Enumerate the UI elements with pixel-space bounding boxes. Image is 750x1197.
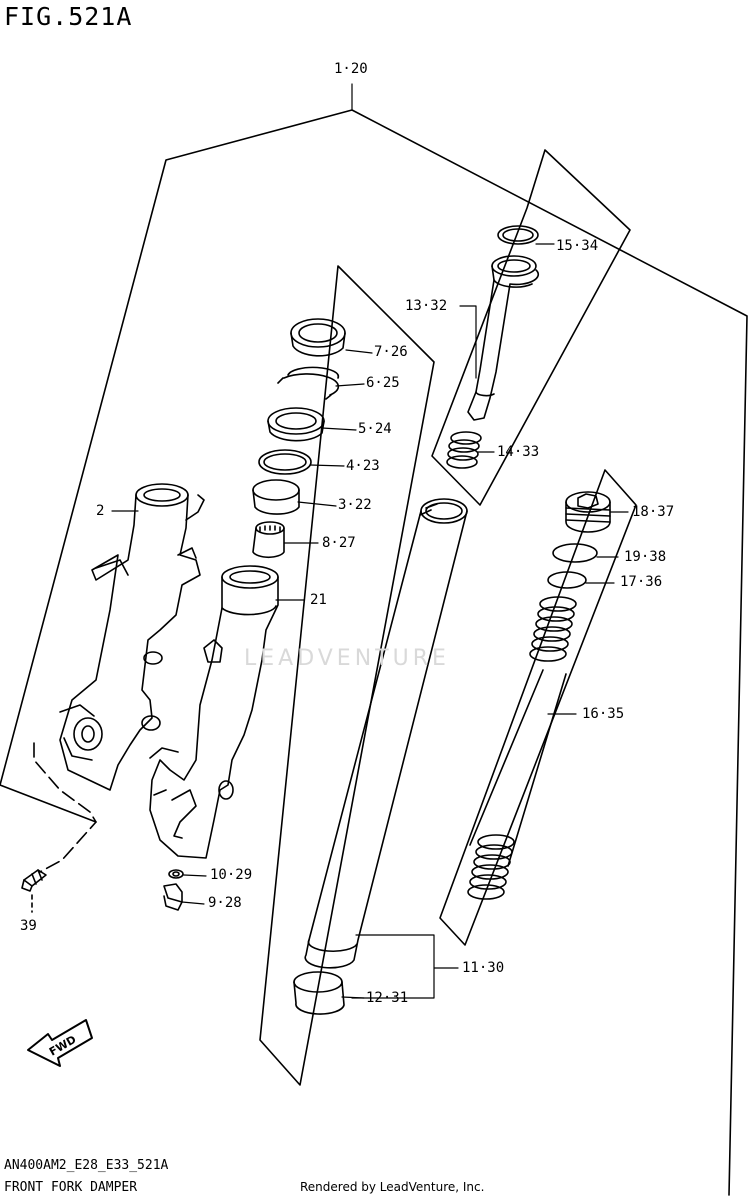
cap-bolt-part [565, 491, 611, 533]
callout-39: 39 [20, 918, 37, 934]
callout-16-35: 16·35 [582, 706, 625, 722]
outer-tube-left-part [59, 483, 205, 791]
callout-19-38: 19·38 [624, 549, 667, 565]
assembly-1-20-outline [0, 109, 748, 1196]
render-credit: Rendered by LeadVenture, Inc. [300, 1180, 485, 1194]
ring-15-34-part [497, 225, 539, 245]
spring-14-33-part [446, 431, 482, 469]
callout-12-31: 12·31 [366, 990, 409, 1006]
leader-7-26 [345, 349, 373, 354]
callout-13-32: 13·32 [405, 298, 448, 314]
callout-6-25: 6·25 [366, 375, 400, 391]
callout-1-20: 1·20 [334, 61, 368, 77]
diagram-code: AN400AM2_E28_E33_521A [4, 1158, 169, 1173]
oil-seal-part [290, 318, 346, 357]
guide-bushing-part [252, 479, 300, 515]
leader-9-28 [181, 901, 205, 905]
watermark-text: LEADVENTURE [244, 646, 450, 671]
seal-washer-part [267, 407, 325, 442]
callout-2: 2 [96, 503, 105, 519]
callout-15-34: 15·34 [556, 238, 599, 254]
cartridge-group-outline [431, 149, 631, 506]
callout-7-26: 7·26 [374, 344, 408, 360]
callout-14-33: 14·33 [497, 444, 540, 460]
circlip-part [277, 366, 340, 400]
cartridge-rod-part [467, 255, 540, 421]
callout-4-23: 4·23 [346, 458, 380, 474]
ring-17-36-part [547, 571, 587, 589]
diagram-name: FRONT FORK DAMPER [4, 1180, 138, 1195]
leader-5-24 [321, 427, 357, 431]
ring-part [258, 449, 312, 475]
bushing-12-31-part [293, 971, 345, 1015]
bolt-39-part [21, 869, 47, 892]
callout-5-24: 5·24 [358, 421, 392, 437]
washer-10-29-part [168, 869, 184, 879]
callout-3-22: 3·22 [338, 497, 372, 513]
callout-17-36: 17·36 [620, 574, 663, 590]
leader-3-22 [297, 501, 337, 507]
callout-9-28: 9·28 [208, 895, 242, 911]
figure-title: FIG.521A [4, 2, 133, 31]
fwd-arrow-icon [27, 1019, 93, 1067]
bolt-9-28-part [163, 883, 183, 911]
o-ring-19-38-part [552, 543, 598, 563]
callout-11-30: 11·30 [462, 960, 505, 976]
leader-13-32 [459, 305, 477, 379]
outer-tube-right-part [149, 565, 279, 859]
damper-group-outline [259, 265, 435, 1086]
spring-group-outline [439, 469, 637, 946]
bolt-39-guide [33, 742, 97, 873]
callout-18-37: 18·37 [632, 504, 675, 520]
leader-6-25 [335, 383, 365, 387]
leader-10-29 [183, 874, 207, 877]
spring-16-35-part [467, 596, 577, 900]
leader-4-23 [309, 464, 345, 467]
callout-8-27: 8·27 [322, 535, 356, 551]
leader-11-30 [351, 934, 459, 999]
inner-tube-part [304, 498, 468, 969]
callout-21: 21 [310, 592, 327, 608]
callout-10-29: 10·29 [210, 867, 253, 883]
leader-12-31 [341, 996, 365, 999]
slide-bushing-part [252, 521, 285, 559]
